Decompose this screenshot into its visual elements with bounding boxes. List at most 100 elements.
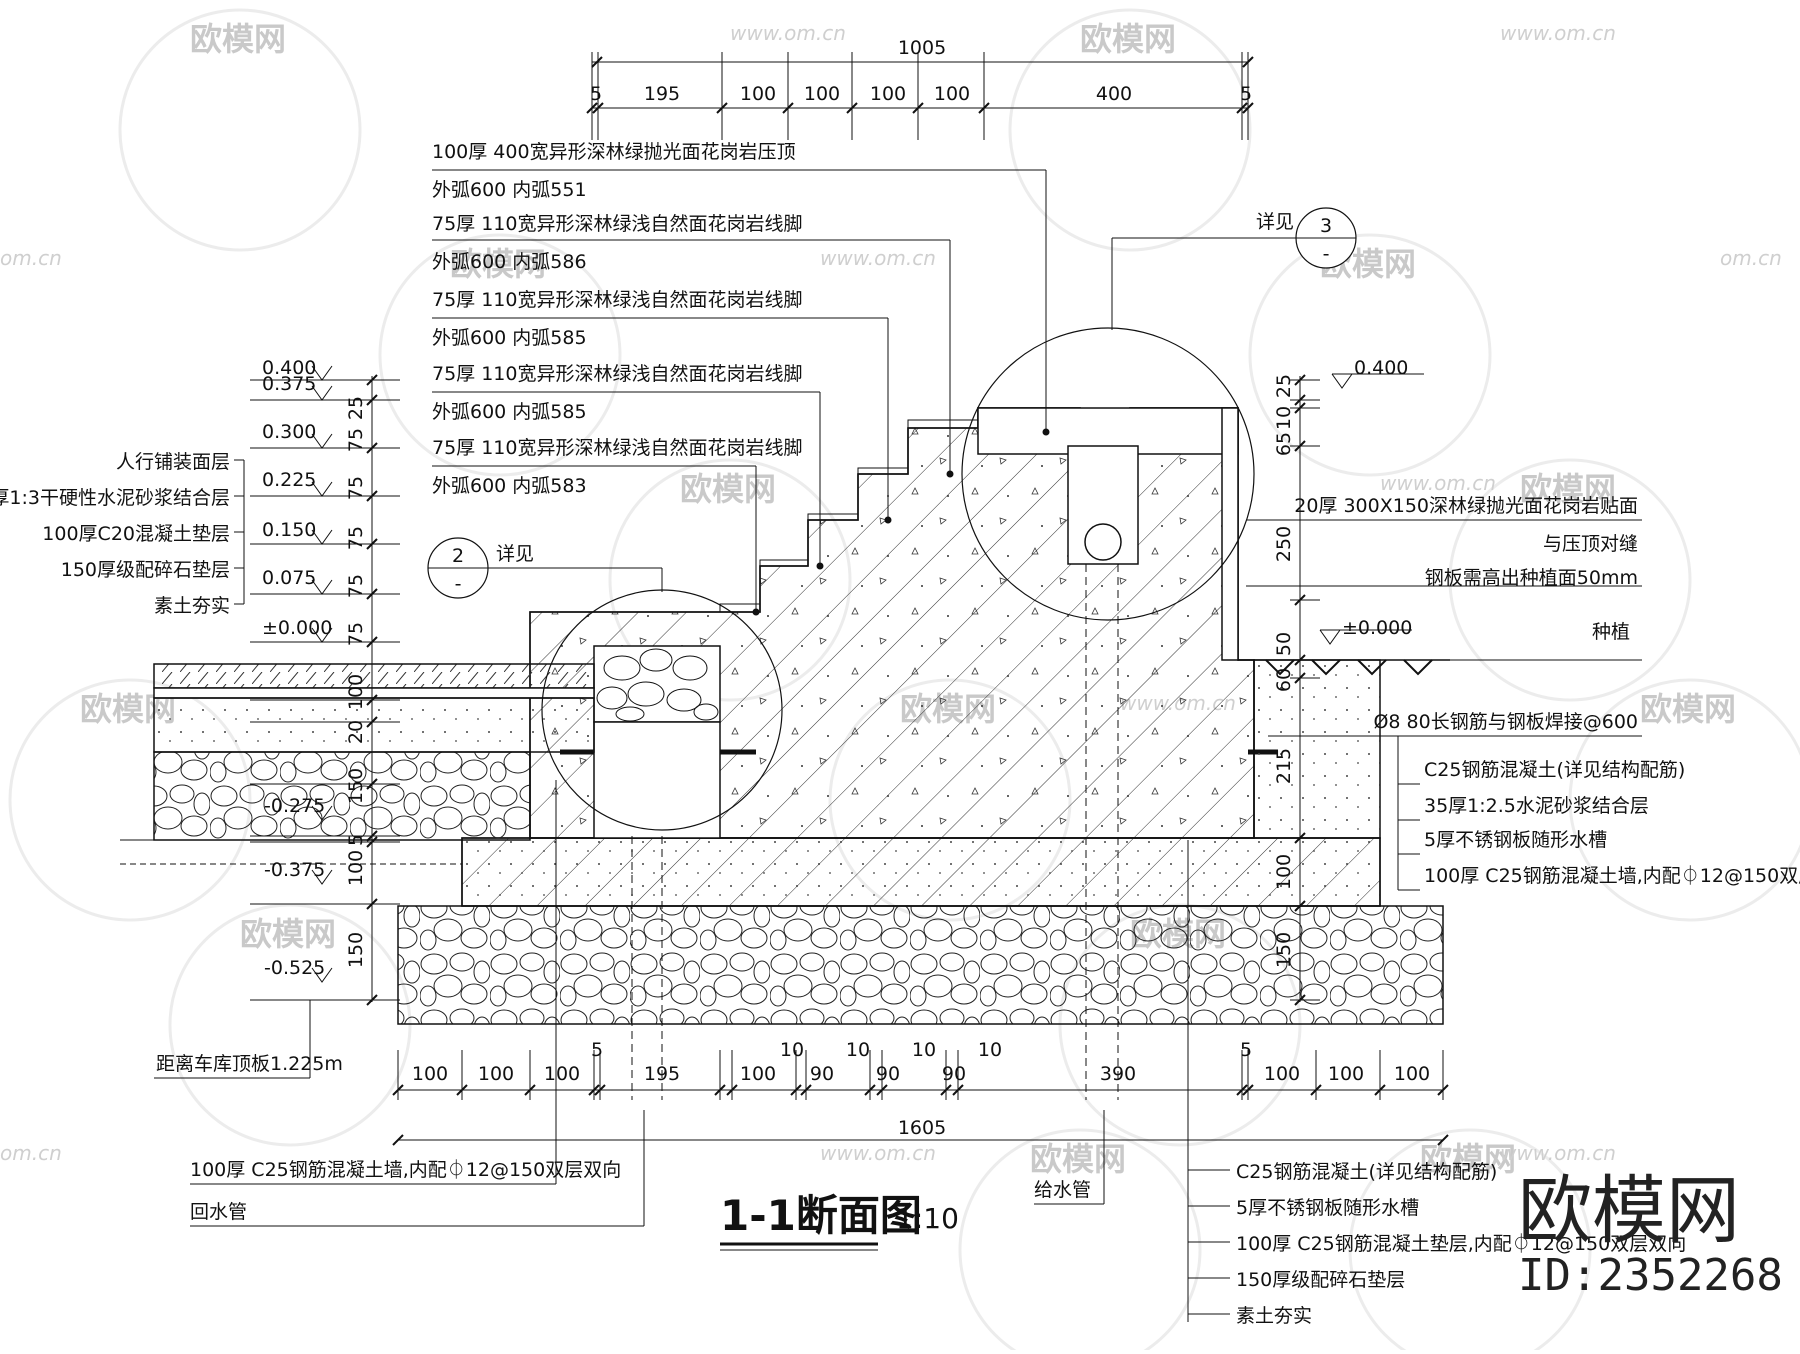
vdim: 100 xyxy=(345,674,367,710)
elev-label: -0.525 xyxy=(264,957,325,979)
gravel-base-bed xyxy=(398,906,1443,1024)
note-steel-channel: 5厚不锈钢板随形水槽 xyxy=(1424,829,1607,851)
top-dim-seg: 5 xyxy=(590,83,602,105)
note-veneer: 20厚 300X150深林绿抛光面花岗岩贴面 xyxy=(1294,495,1638,517)
detail-ref-sub: - xyxy=(1323,243,1330,265)
garage-distance-note: 距离车库顶板1.225m xyxy=(156,1053,343,1075)
vdim: 25 xyxy=(345,396,367,420)
top-dim-total: 1005 xyxy=(898,37,946,59)
vdim: 150 xyxy=(1273,932,1295,968)
note-moulding: 75厚 110宽异形深林绿浅自然面花岗岩线脚 xyxy=(432,289,802,311)
vdim: 75 xyxy=(345,428,367,452)
step-mouldings xyxy=(720,420,978,612)
vdim: 75 xyxy=(345,574,367,598)
vdim: 75 xyxy=(345,476,367,500)
detail-ref-label: 详见 xyxy=(1256,211,1294,233)
elev-label: 0.075 xyxy=(262,567,316,589)
top-dim-seg: 400 xyxy=(1096,83,1132,105)
vdim: 50 xyxy=(1273,632,1295,656)
bottom-dim-total: 1605 xyxy=(898,1117,946,1139)
bottom-dim-seg: 10 xyxy=(780,1039,804,1061)
note-planting: 种植 xyxy=(1592,621,1630,643)
bottom-dim-seg: 100 xyxy=(1328,1063,1364,1085)
vdim: 250 xyxy=(1273,526,1295,562)
dimension-lines xyxy=(154,52,1448,1145)
note-mortar: 35厚1:2.5水泥砂浆结合层 xyxy=(1424,795,1649,817)
note-arc: 外弧600 内弧551 xyxy=(432,179,587,201)
watermark-url: www.om.cn xyxy=(1380,471,1496,495)
elev-label: 0.225 xyxy=(262,469,316,491)
watermark-text: 欧模网 xyxy=(450,245,546,283)
right-vdims: 25 10 65 250 50 60 215 100 150 xyxy=(1273,374,1295,968)
note-moulding: 75厚 110宽异形深林绿浅自然面花岗岩线脚 xyxy=(432,437,802,459)
vdim: 215 xyxy=(1273,748,1295,784)
watermark-text: 欧模网 xyxy=(1520,470,1616,508)
watermark-url: om.cn xyxy=(0,1141,62,1165)
note-arc: 外弧600 内弧585 xyxy=(432,401,587,423)
note-bottom-wall: 100厚 C25钢筋混凝土墙,内配⏀12@150双层双向 xyxy=(190,1158,621,1181)
note-arc: 外弧600 内弧583 xyxy=(432,475,587,497)
watermark-text: 欧模网 xyxy=(1080,20,1176,58)
note-steel-channel: 5厚不锈钢板随形水槽 xyxy=(1236,1197,1419,1219)
layer-note: 100厚C20混凝土垫层 xyxy=(42,523,230,545)
watermark-text: 欧模网 xyxy=(1640,690,1736,728)
vdim: 60 xyxy=(1273,668,1295,692)
bottom-dim-seg: 10 xyxy=(912,1039,936,1061)
brand-logo: 欧模网 xyxy=(1518,1168,1740,1254)
left-vdims: 25 75 75 75 75 75 100 20 150 5 100 150 xyxy=(345,396,367,968)
note-steel-plate: 钢板需高出种植面50mm xyxy=(1425,567,1638,589)
elev-label: 0.150 xyxy=(262,519,316,541)
brand-id: ID:2352268 xyxy=(1518,1250,1783,1301)
return-channel xyxy=(594,722,720,838)
bottom-dim-seg: 100 xyxy=(544,1063,580,1085)
watermark-text: 欧模网 xyxy=(1420,1140,1516,1178)
vdim: 65 xyxy=(1273,432,1295,456)
drawing-title: 1-1断面图 xyxy=(720,1191,922,1240)
vdim: 100 xyxy=(345,850,367,886)
vdim: 10 xyxy=(1273,406,1295,430)
watermark-url: www.om.cn xyxy=(1500,1141,1616,1165)
drawing-scale: 1:10 xyxy=(896,1202,959,1235)
note-supply-pipe: 给水管 xyxy=(1034,1179,1091,1201)
granite-veneer xyxy=(1222,408,1238,660)
elev-label: ±0.000 xyxy=(1342,617,1412,639)
note-coping: 100厚 400宽异形深林绿抛光面花岗岩压顶 xyxy=(432,141,796,163)
right-elevations: 0.400 ±0.000 xyxy=(1342,357,1412,639)
bottom-dim-seg: 390 xyxy=(1100,1063,1136,1085)
top-dim-seg: 100 xyxy=(804,83,840,105)
watermark-url: www.om.cn xyxy=(820,1141,936,1165)
right-notes: 20厚 300X150深林绿抛光面花岗岩贴面 与压顶对缝 钢板需高出种植面50m… xyxy=(1294,495,1800,887)
bottom-dim-seg: 90 xyxy=(942,1063,966,1085)
pebbles xyxy=(597,649,718,721)
elev-label: -0.275 xyxy=(264,795,325,817)
note-arc: 外弧600 内弧586 xyxy=(432,251,587,273)
elev-label: 0.375 xyxy=(262,373,316,395)
top-notes: 100厚 400宽异形深林绿抛光面花岗岩压顶 外弧600 内弧551 75厚 1… xyxy=(432,141,802,497)
detail-ref-sub: - xyxy=(455,573,462,595)
note-moulding: 75厚 110宽异形深林绿浅自然面花岗岩线脚 xyxy=(432,363,802,385)
note-arc: 外弧600 内弧585 xyxy=(432,327,587,349)
top-dim-seg: 100 xyxy=(870,83,906,105)
vdim: 150 xyxy=(345,932,367,968)
bottom-dim-seg: 100 xyxy=(1394,1063,1430,1085)
layer-note: 素土夯实 xyxy=(154,595,230,617)
vdim: 20 xyxy=(345,720,367,744)
note-moulding: 75厚 110宽异形深林绿浅自然面花岗岩线脚 xyxy=(432,213,802,235)
bottom-dim-seg: 90 xyxy=(810,1063,834,1085)
detail-ref-3: 详见 3 - xyxy=(1256,208,1356,268)
vdim: 75 xyxy=(345,526,367,550)
elev-label: 0.400 xyxy=(262,357,316,379)
concrete-cushion xyxy=(154,698,594,752)
top-dim-seg: 195 xyxy=(644,83,680,105)
vdim: 5 xyxy=(345,834,367,846)
watermark-text: 欧模网 xyxy=(680,470,776,508)
note-return-pipe: 回水管 xyxy=(190,1201,247,1223)
layer-note: 150厚级配碎石垫层 xyxy=(61,559,230,581)
bottom-dim-seg: 90 xyxy=(876,1063,900,1085)
elev-label: 0.400 xyxy=(1354,357,1408,379)
watermark-text: 欧模网 xyxy=(190,20,286,58)
elev-label: ±0.000 xyxy=(262,617,332,639)
elev-label: 0.300 xyxy=(262,421,316,443)
